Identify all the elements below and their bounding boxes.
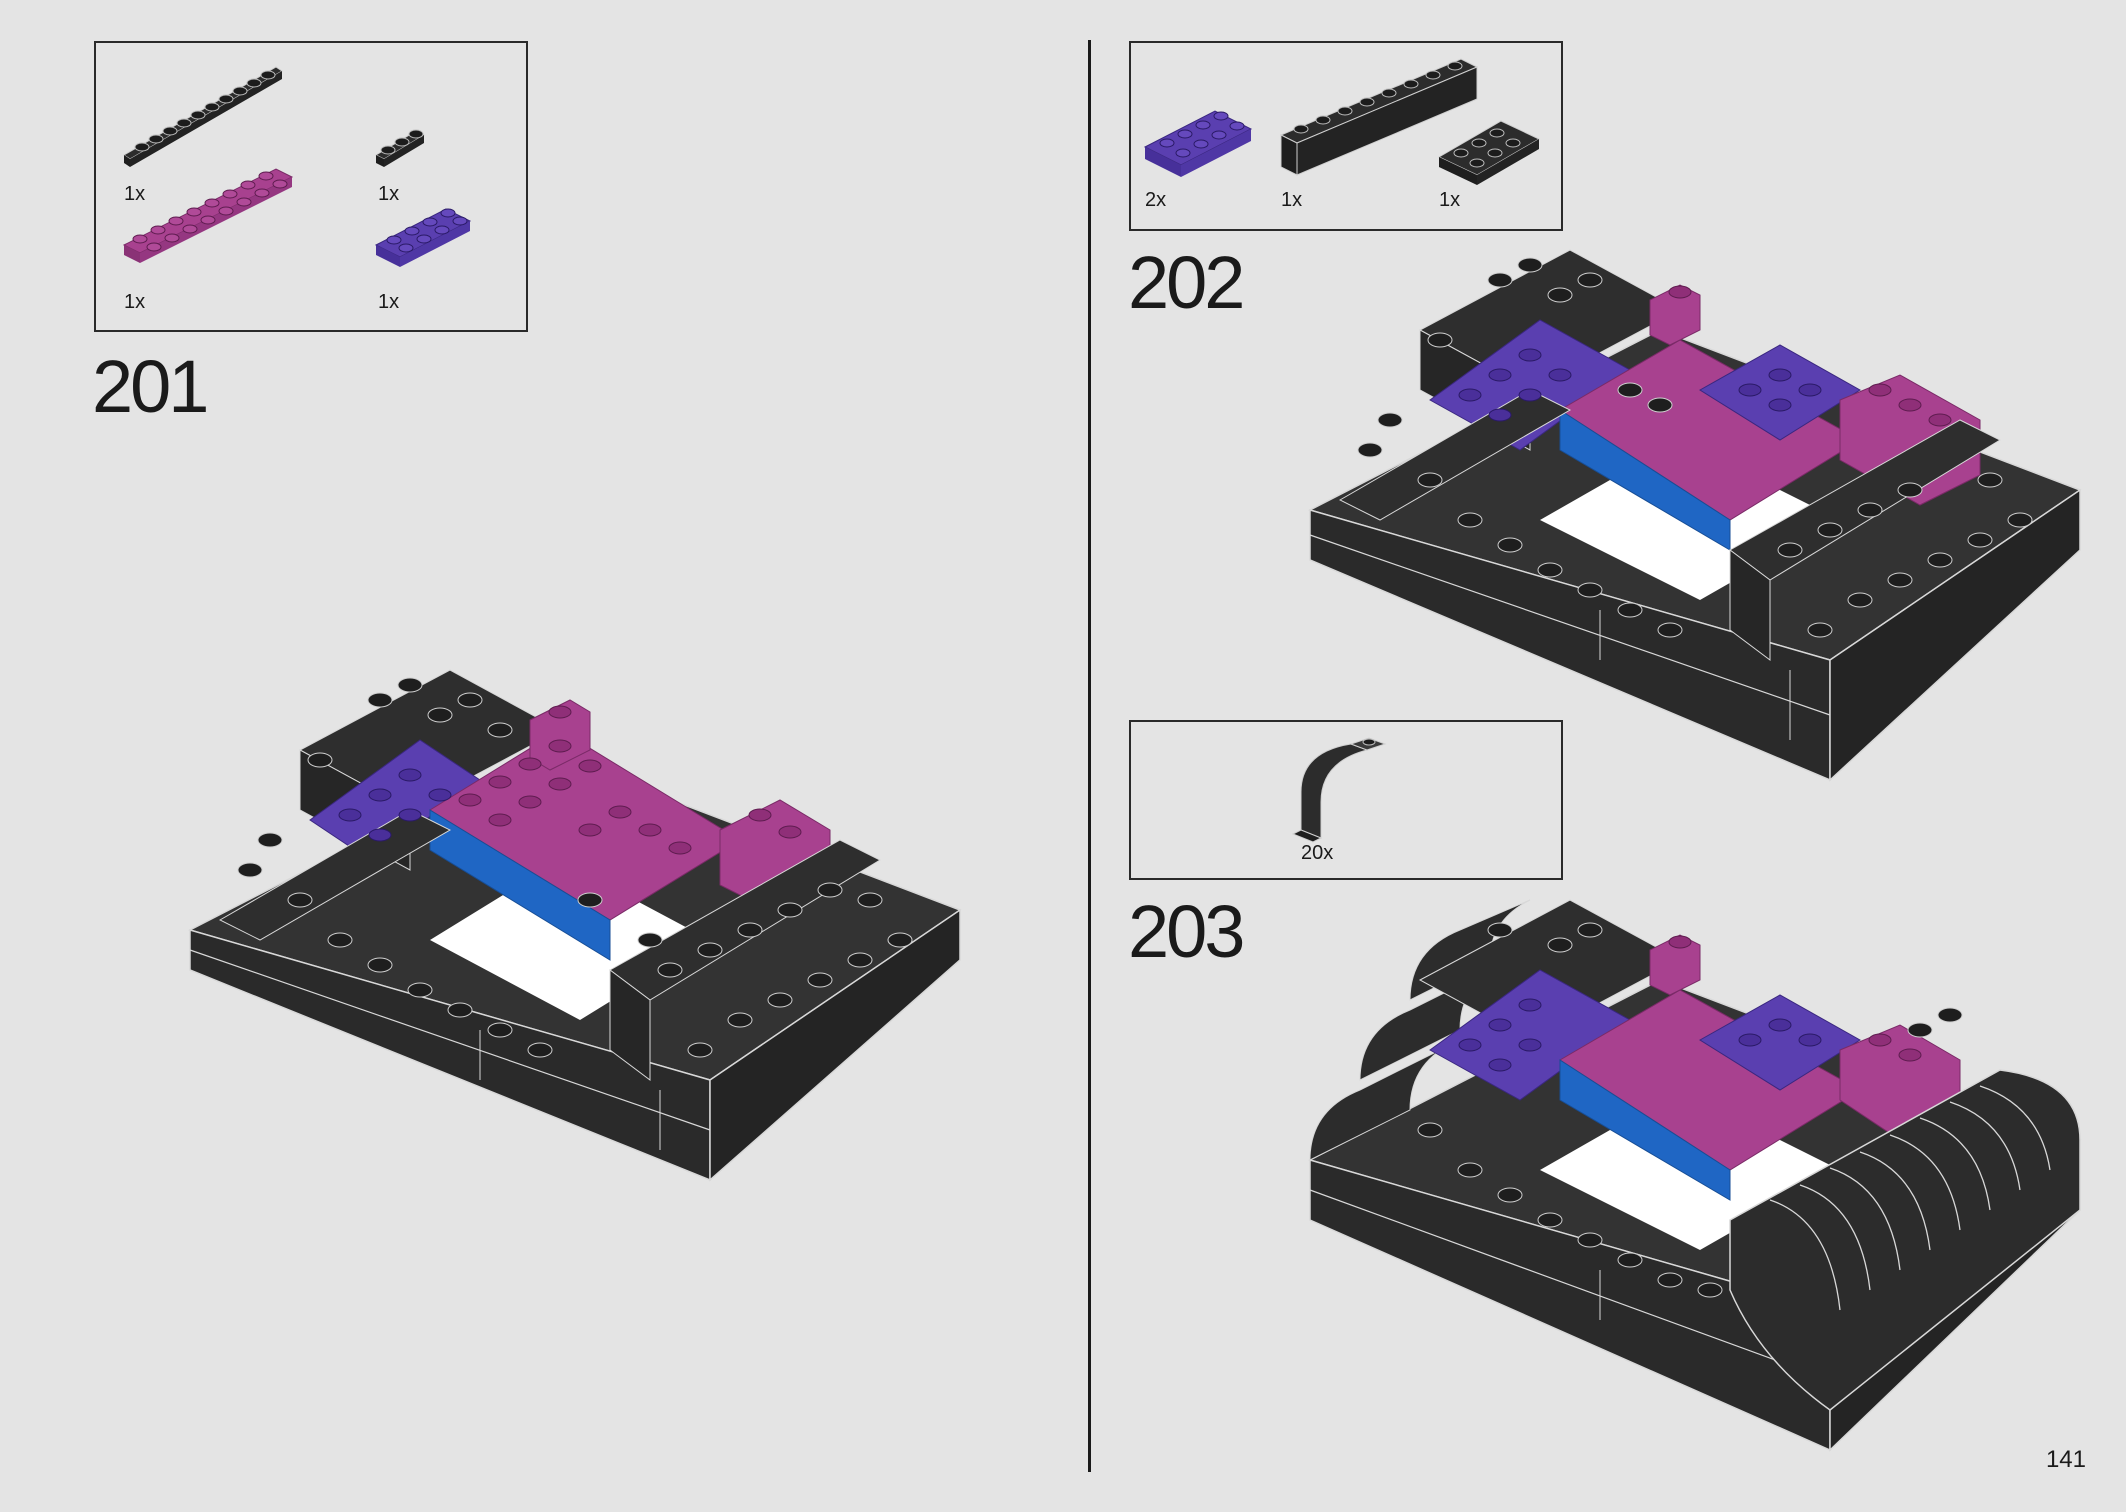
purple-plate-2x4-icon <box>1143 110 1253 177</box>
part-qty: 1x <box>378 291 400 313</box>
page-number: 141 <box>2045 1446 2086 1473</box>
magenta-plate-2x8-icon <box>122 168 294 263</box>
curved-slopes-right <box>1729 1069 2081 1411</box>
part-qty: 20x <box>1301 842 1334 864</box>
studs <box>237 677 913 1058</box>
part-qty: 2x <box>1145 189 1167 211</box>
page-divider <box>1088 40 1091 1472</box>
part-qty: 1x <box>124 183 146 205</box>
purple-studs <box>338 768 452 842</box>
purple-plate-2x4-icon <box>374 208 472 267</box>
part-qty: 1x <box>1439 189 1461 211</box>
black-plate-1x3-icon <box>374 129 426 167</box>
parts-illustration-203 <box>1291 737 1387 843</box>
step-number-201: 201 <box>92 345 209 428</box>
left-wall <box>218 809 452 941</box>
model-illustration-203 <box>1307 899 2082 1452</box>
parts-illustration-202 <box>1143 58 1541 185</box>
parts-callout-203: 20x <box>1129 720 1563 880</box>
black-plate-2x4-icon <box>1437 120 1541 185</box>
model-illustration-202 <box>1307 249 2082 782</box>
step-number-203: 203 <box>1128 890 1245 973</box>
part-qty: 1x <box>124 291 146 313</box>
model-illustration-201 <box>187 669 962 1182</box>
step-number-202: 202 <box>1128 241 1245 324</box>
parts-callout-201: 1x 1x 1x 1x <box>94 41 528 332</box>
magenta-studs <box>458 705 802 855</box>
parts-illustration-201 <box>122 66 472 267</box>
parts-callout-202: 2x 1x 1x <box>1129 41 1563 231</box>
part-qty: 1x <box>1281 189 1303 211</box>
part-qty: 1x <box>378 183 400 205</box>
black-plate-1x10-icon <box>123 66 283 167</box>
black-curved-slope-icon <box>1291 737 1387 843</box>
black-brick-1x8-icon <box>1279 58 1479 176</box>
